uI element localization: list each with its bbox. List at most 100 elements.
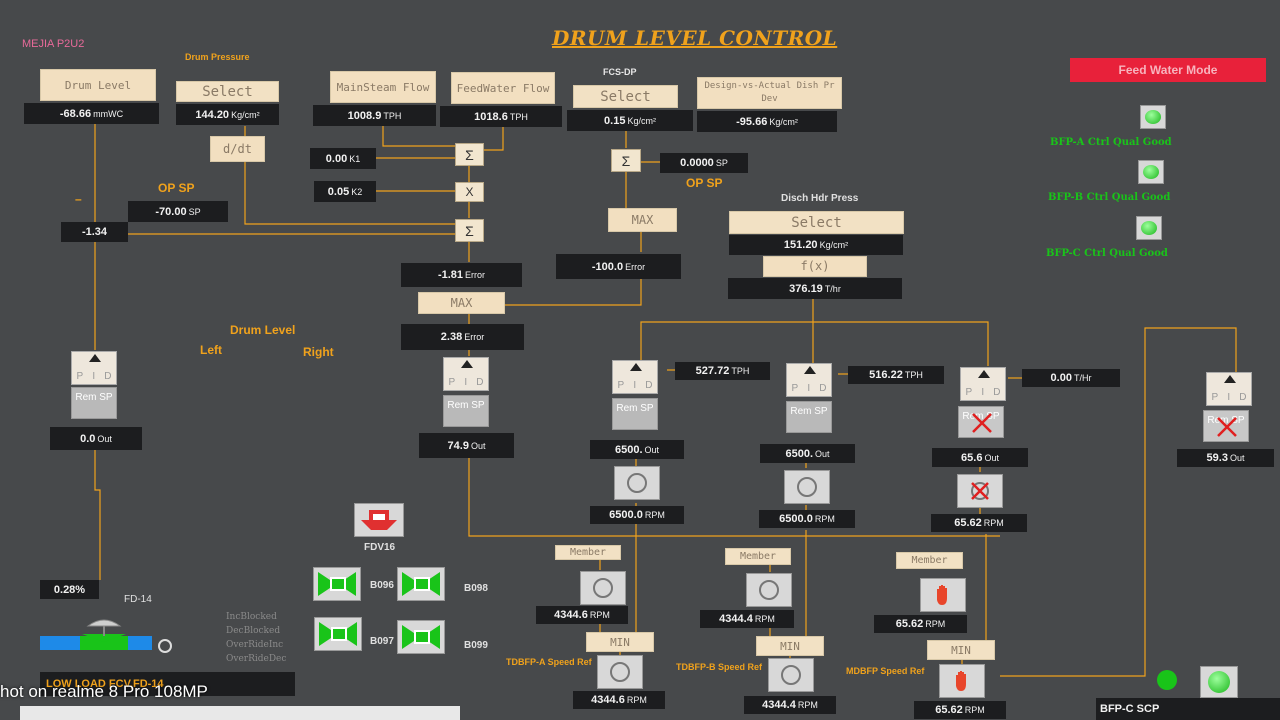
- rotate-icon: [627, 473, 647, 493]
- design-vs-actual-label[interactable]: Design-vs-Actual Dish Pr Dev: [697, 77, 842, 109]
- b097-label: B097: [370, 636, 394, 647]
- pid-b-speed-station[interactable]: [784, 470, 830, 504]
- b096-valve[interactable]: [313, 567, 361, 601]
- bfp-c-toggle[interactable]: [1200, 666, 1238, 698]
- drum-pressure-number: 144.20: [195, 108, 230, 121]
- camera-watermark: hot on realme 8 Pro 108MP: [0, 682, 208, 701]
- min-c-rpm-unit: RPM: [964, 705, 985, 715]
- pid-a-output: 6500.Out: [590, 440, 684, 459]
- mult-block[interactable]: X: [455, 182, 484, 202]
- low-load-fcv-bar[interactable]: LOW LOAD FCV,FD-14: [40, 672, 295, 696]
- op-sp-right-label: OP SP: [686, 176, 723, 190]
- sum-block-1[interactable]: Σ: [455, 143, 484, 166]
- fdv16-valve[interactable]: [354, 503, 404, 537]
- pid-letter-d: D: [1239, 392, 1247, 403]
- max-block-2[interactable]: MAX: [418, 292, 505, 314]
- member-a-label[interactable]: Member: [555, 545, 621, 560]
- op-sp-right-unit: SP: [715, 158, 728, 168]
- pid-letter-p: P: [965, 387, 973, 398]
- rotate-icon: [781, 665, 801, 685]
- member-b-label[interactable]: Member: [725, 548, 791, 565]
- member-a-station[interactable]: [580, 571, 626, 605]
- pid-left-out-unit: Out: [97, 433, 112, 444]
- drum-level-label[interactable]: Drum Level: [40, 69, 156, 101]
- fd14-control-valve[interactable]: [40, 612, 180, 660]
- member-c-label[interactable]: Member: [896, 552, 963, 569]
- override-dec-text: OverRideDec: [226, 654, 287, 664]
- min-c-station[interactable]: [939, 664, 985, 698]
- fcs-dp-unit: Kg/cm²: [627, 115, 656, 126]
- pid-letter-p: P: [76, 371, 84, 382]
- green-led-icon: [1208, 671, 1230, 693]
- pid-a-speed-station[interactable]: [614, 466, 660, 500]
- main-steam-unit: TPH: [383, 110, 402, 121]
- green-led-icon: [1143, 165, 1159, 179]
- fx-block[interactable]: f(x): [763, 256, 867, 277]
- fcs-dp-number: 0.15: [604, 114, 626, 127]
- pid-master-rem-sp[interactable]: Rem SP: [443, 395, 489, 427]
- pid-b-flow-number: 516.22: [869, 369, 903, 381]
- member-c-station[interactable]: [920, 578, 966, 612]
- pid-a-rpm-unit: RPM: [644, 510, 665, 520]
- member-b-station[interactable]: [746, 573, 792, 607]
- disch-hdr-select[interactable]: Select: [729, 211, 904, 234]
- b099-valve[interactable]: [397, 620, 445, 654]
- pid-d-triangle-icon: [1224, 375, 1236, 383]
- bfp-b-quality-text: BFP-B Ctrl Qual Good: [1048, 192, 1171, 203]
- min-b-station[interactable]: [768, 658, 814, 692]
- rotate-icon: [610, 662, 630, 682]
- sum-block-2[interactable]: Σ: [455, 219, 484, 242]
- min-block-a[interactable]: MIN: [586, 632, 654, 652]
- error-3-unit: Error: [464, 332, 485, 342]
- pid-c-out-number: 65.6: [961, 451, 983, 464]
- min-block-c[interactable]: MIN: [927, 640, 995, 660]
- max-block-1[interactable]: MAX: [608, 208, 677, 232]
- pid-left-out-number: 0.0: [80, 432, 96, 445]
- pid-left-rem-sp[interactable]: Rem SP: [71, 387, 117, 419]
- fcs-dp-select[interactable]: Select: [573, 85, 678, 108]
- pid-a-rpm-number: 6500.0: [609, 509, 643, 521]
- pid-letter-i: I: [981, 387, 985, 398]
- pid-b-out-number: 6500.: [785, 447, 813, 460]
- member-b-rpm-unit: RPM: [754, 614, 775, 624]
- pid-c-rem-sp-disabled[interactable]: Rem SP: [958, 406, 1004, 438]
- min-c-rpm-number: 65.62: [935, 704, 963, 716]
- pid-b-rem-sp[interactable]: Rem SP: [786, 401, 832, 433]
- valve-open-icon: [318, 572, 356, 596]
- op-sp-left-unit: SP: [188, 206, 201, 217]
- pid-letter-d: D: [993, 387, 1001, 398]
- pid-letter-d: D: [819, 383, 827, 394]
- sum-block-3[interactable]: Σ: [611, 149, 641, 172]
- bfp-c-quality-led: [1136, 216, 1162, 240]
- dec-blocked-text: DecBlocked: [226, 626, 281, 636]
- ddt-block[interactable]: d/dt: [210, 136, 265, 162]
- pid-a-rem-sp[interactable]: Rem SP: [612, 398, 658, 430]
- feed-water-mode-button[interactable]: Feed Water Mode: [1070, 58, 1266, 82]
- green-led-icon: [1157, 670, 1177, 690]
- drum-pressure-select[interactable]: Select: [176, 81, 279, 102]
- pid-d-rem-sp-disabled[interactable]: Rem SP: [1203, 410, 1249, 442]
- main-steam-label[interactable]: MainSteam Flow: [330, 71, 436, 103]
- feedwater-label[interactable]: FeedWater Flow: [451, 72, 555, 104]
- error-1-unit: Error: [465, 270, 486, 280]
- rotate-icon: [593, 578, 613, 598]
- min-a-station[interactable]: [597, 655, 643, 689]
- b098-valve[interactable]: [397, 567, 445, 601]
- pid-b-rpm-unit: RPM: [814, 514, 835, 524]
- pid-c-speed-station-disabled[interactable]: [957, 474, 1003, 508]
- min-b-rpm-number: 4344.4: [762, 699, 796, 711]
- min-b-rpm-unit: RPM: [797, 700, 818, 710]
- min-block-b[interactable]: MIN: [756, 636, 824, 656]
- b097-valve[interactable]: [314, 617, 362, 651]
